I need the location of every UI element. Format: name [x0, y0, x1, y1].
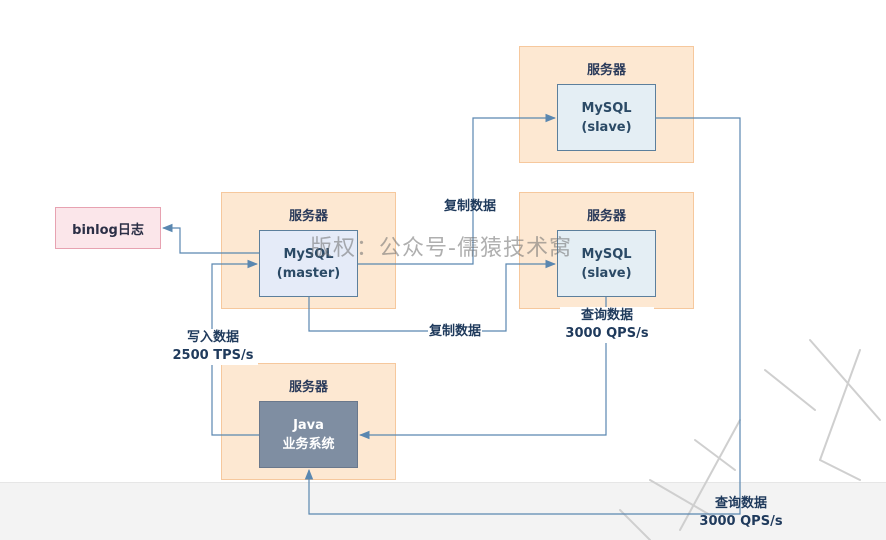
server-label: 服务器 — [586, 63, 626, 78]
label-write-line2: 2500 TPS/s — [172, 348, 254, 363]
node-subtitle: (slave) — [581, 265, 632, 281]
label-query-bottom-line2: 3000 QPS/s — [699, 514, 783, 529]
label-query-bottom: 查询数据 3000 QPS/s — [694, 495, 788, 531]
node-title: Java — [293, 417, 324, 433]
binlog-log: binlog日志 — [55, 207, 161, 249]
label-replicate-bottom: 复制数据 — [428, 323, 483, 341]
label-write: 写入数据 2500 TPS/s — [168, 329, 258, 365]
node-subtitle: (master) — [276, 265, 341, 281]
java-business-system: Java 业务系统 — [259, 401, 358, 468]
label-query-middle-line1: 查询数据 — [580, 308, 633, 323]
label-query-middle-line2: 3000 QPS/s — [565, 326, 649, 341]
edge-master-to-binlog — [161, 223, 259, 254]
node-title: MySQL — [283, 246, 334, 262]
server-label: 服务器 — [288, 209, 328, 224]
edge-query-middle — [358, 297, 607, 440]
mysql-slave-top: MySQL (slave) — [557, 84, 656, 151]
binlog-label: binlog日志 — [72, 222, 144, 238]
node-title: MySQL — [581, 246, 632, 262]
node-subtitle: 业务系统 — [282, 436, 335, 452]
label-replicate-top: 复制数据 — [444, 199, 497, 214]
watermark-strokes — [619, 339, 881, 540]
mysql-master: MySQL (master) — [259, 230, 358, 297]
bottom-band — [0, 482, 886, 540]
node-subtitle: (slave) — [581, 119, 632, 135]
server-label: 服务器 — [288, 380, 328, 395]
edge-replicate-middle — [308, 259, 557, 332]
node-title: MySQL — [581, 100, 632, 116]
bottom-band-divider — [0, 482, 886, 483]
label-write-line1: 写入数据 — [186, 330, 239, 345]
label-query-middle: 查询数据 3000 QPS/s — [560, 307, 654, 343]
label-query-bottom-line1: 查询数据 — [714, 496, 767, 511]
edge-replicate-top — [358, 113, 557, 265]
watermark-text: 版权：公众号-儒猿技术窝 — [310, 236, 572, 261]
edge-query-bottom — [304, 117, 741, 515]
server-label: 服务器 — [586, 209, 626, 224]
mysql-slave-middle: MySQL (slave) — [557, 230, 656, 297]
